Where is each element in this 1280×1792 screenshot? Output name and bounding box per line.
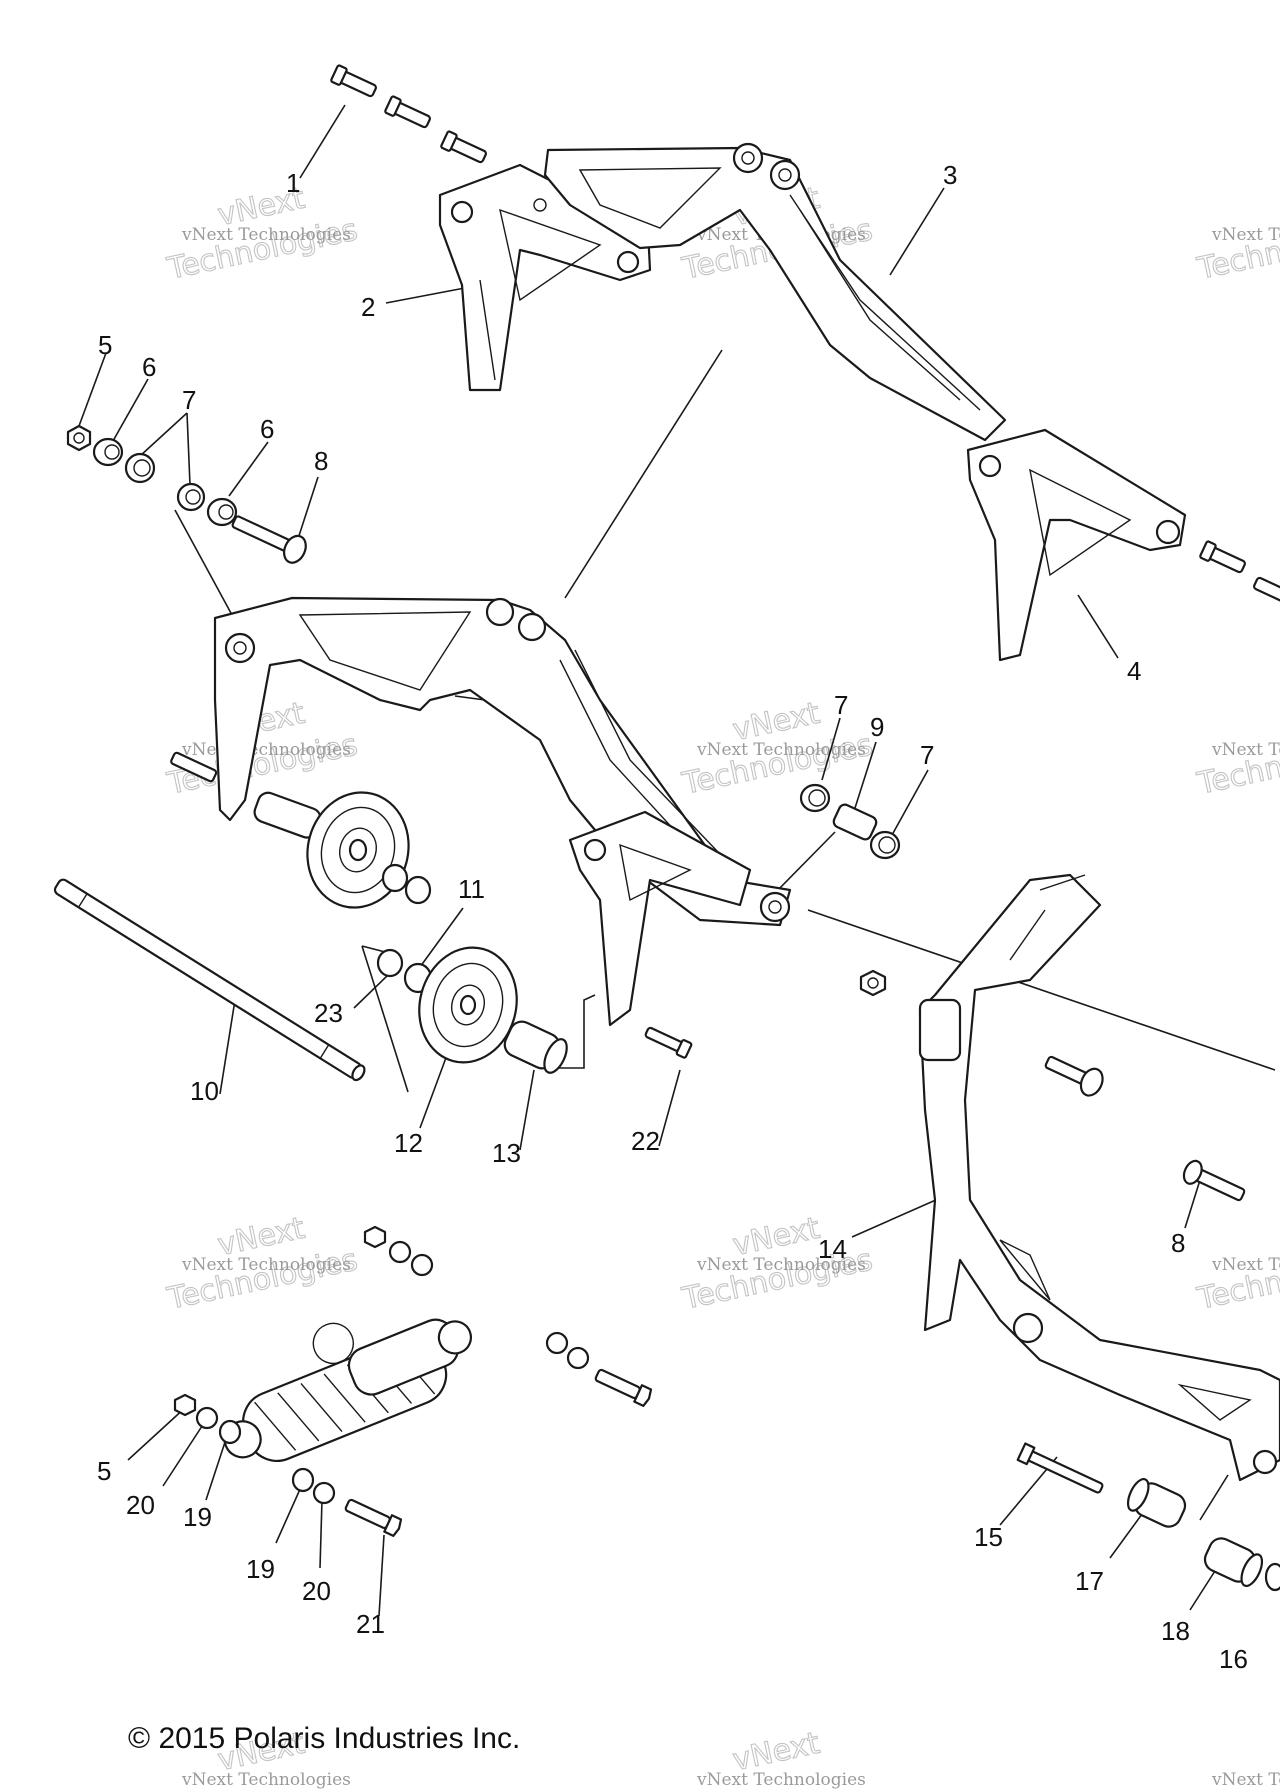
callout-7: 7 [834, 690, 848, 720]
watermark-text: Technologies [1194, 212, 1280, 287]
callout-10: 10 [190, 1076, 219, 1106]
watermark-text: vNext Technologies [696, 740, 866, 760]
callout-14: 14 [818, 1234, 847, 1264]
bracket-part-4 [966, 428, 1187, 662]
watermark-text: Technologies [1194, 1242, 1280, 1317]
rear-frame-part-14 [918, 873, 1280, 1482]
watermark-text: vNext Technologies [1211, 1770, 1280, 1790]
callout-21: 21 [356, 1609, 385, 1639]
callout-12: 12 [394, 1128, 423, 1158]
shaft-part-10 [53, 878, 366, 1082]
callout-4: 4 [1127, 656, 1141, 686]
callout-2: 2 [361, 292, 375, 322]
callout-6: 6 [142, 352, 156, 382]
torque-arm-assembly [170, 596, 792, 1027]
idler-wheel-part-12 [376, 946, 693, 1074]
callout-8: 8 [1171, 1228, 1185, 1258]
spacer-part-9 [799, 783, 901, 997]
watermark-group: Technologies vNext vNext Technologies Te… [163, 180, 1280, 1790]
watermark-text: vNext Technologies [1211, 1255, 1280, 1275]
callout-19: 19 [246, 1554, 275, 1584]
callout-22: 22 [631, 1126, 660, 1156]
watermark-text: vNext Technologies [1211, 740, 1280, 760]
callout-19: 19 [183, 1502, 212, 1532]
callout-7: 7 [920, 740, 934, 770]
callout-1: 1 [286, 168, 300, 198]
callout-6: 6 [260, 414, 274, 444]
callout-11: 11 [458, 874, 485, 904]
callout-16: 16 [1219, 1644, 1248, 1674]
bolt-part-1 [330, 64, 1280, 604]
callout-15: 15 [974, 1522, 1003, 1552]
shock-absorber [173, 1225, 653, 1537]
bolt-part-8 [1182, 1159, 1246, 1202]
callout-17: 17 [1075, 1566, 1104, 1596]
watermark-text: vNext Technologies [696, 1255, 866, 1275]
copyright-notice: © 2015 Polaris Industries Inc. [128, 1722, 521, 1755]
hardware-group-top-left [66, 424, 307, 564]
callout-3: 3 [943, 160, 957, 190]
rail-arm-part-3 [543, 142, 1007, 442]
callout-8: 8 [314, 446, 328, 476]
watermark-text: vNext Technologies [181, 740, 351, 760]
watermark-text: vNext Technologies [696, 1770, 866, 1790]
callout-18: 18 [1161, 1616, 1190, 1646]
callout-labels: 1 2 3 4 5 6 7 6 8 7 9 7 11 23 10 12 13 2… [97, 160, 1248, 1674]
watermark-text: vNext Technologies [181, 1255, 351, 1275]
watermark-text: vNext Technologies [181, 225, 351, 245]
callout-5: 5 [98, 330, 112, 360]
watermark-text: Technologies [1194, 727, 1280, 802]
watermark-text: vNext Technologies [1211, 225, 1280, 245]
callout-20: 20 [302, 1576, 331, 1606]
callout-20: 20 [126, 1490, 155, 1520]
hardware-group-bottom-right [1016, 1442, 1280, 1592]
callout-5: 5 [97, 1456, 111, 1486]
callout-23: 23 [314, 998, 343, 1028]
callout-7: 7 [182, 385, 196, 415]
callout-9: 9 [870, 712, 884, 742]
watermark-text: vNext Technologies [181, 1770, 351, 1790]
callout-13: 13 [492, 1138, 521, 1168]
